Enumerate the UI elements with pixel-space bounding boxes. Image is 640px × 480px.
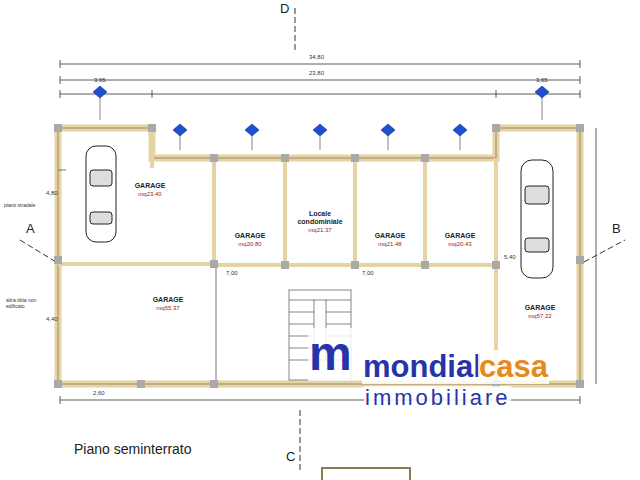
room-name: GARAGE [375,232,406,241]
dimension: 7,00 [362,270,374,277]
room-area: mq20.43 [445,241,476,249]
section-marker: A [26,222,35,236]
garage-room: GARAGEmq55.37 [64,268,210,378]
watermark: immobiliare [364,386,511,410]
watermark: casa [478,350,549,384]
room-area: mq21.48 [375,241,406,249]
note: altra ditta non edificato [6,298,46,309]
room-area: mq20.80 [235,241,266,249]
room-name: GARAGE [135,182,166,191]
room-label: GARAGEmq55.37 [153,296,184,312]
room-label: GARAGEmq20.80 [235,232,266,248]
section-marker: D [280,2,289,16]
room-name: GARAGE [153,296,184,305]
room-area: mq57.22 [525,313,556,321]
room-label: GARAGEmq57.22 [525,304,556,320]
note: piano stradale [4,203,44,209]
room-name: Locale condominiale [293,210,347,228]
watermark-logo: m [308,328,353,381]
caption: Piano seminterrato [74,442,192,457]
room-label: GARAGEmq23.40 [135,182,166,198]
room-label: Locale condominialemq21.37 [293,210,347,235]
section-marker: B [612,222,621,236]
garage-room: GARAGEmq23.40 [64,134,210,260]
dimension: 23,80 [308,70,325,77]
dimension: 4,40 [46,316,58,323]
dimension: 4,80 [46,190,58,197]
dimension: 34,80 [308,54,325,61]
garage-room: GARAGEmq20.80 [218,162,281,262]
watermark: mondial [362,350,483,384]
dimension: 7,00 [226,270,238,277]
room-label: GARAGEmq21.48 [375,232,406,248]
room-area: mq55.37 [153,305,184,313]
room-label: GARAGEmq20.43 [445,232,476,248]
garage-room: Locale condominialemq21.37 [289,162,351,262]
room-name: GARAGE [445,232,476,241]
section-marker: C [286,450,295,464]
garage-room: GARAGEmq21.48 [359,162,421,262]
dimension: 5,40 [504,254,516,261]
dimension: 3,65 [94,77,106,84]
room-area: mq23.40 [135,191,166,199]
room-area: mq21.37 [293,227,347,235]
garage-room: GARAGEmq20.43 [429,162,492,262]
dimension: 3,65 [536,77,548,84]
dimension: 2,60 [92,390,106,397]
room-name: GARAGE [525,304,556,313]
room-name: GARAGE [235,232,266,241]
